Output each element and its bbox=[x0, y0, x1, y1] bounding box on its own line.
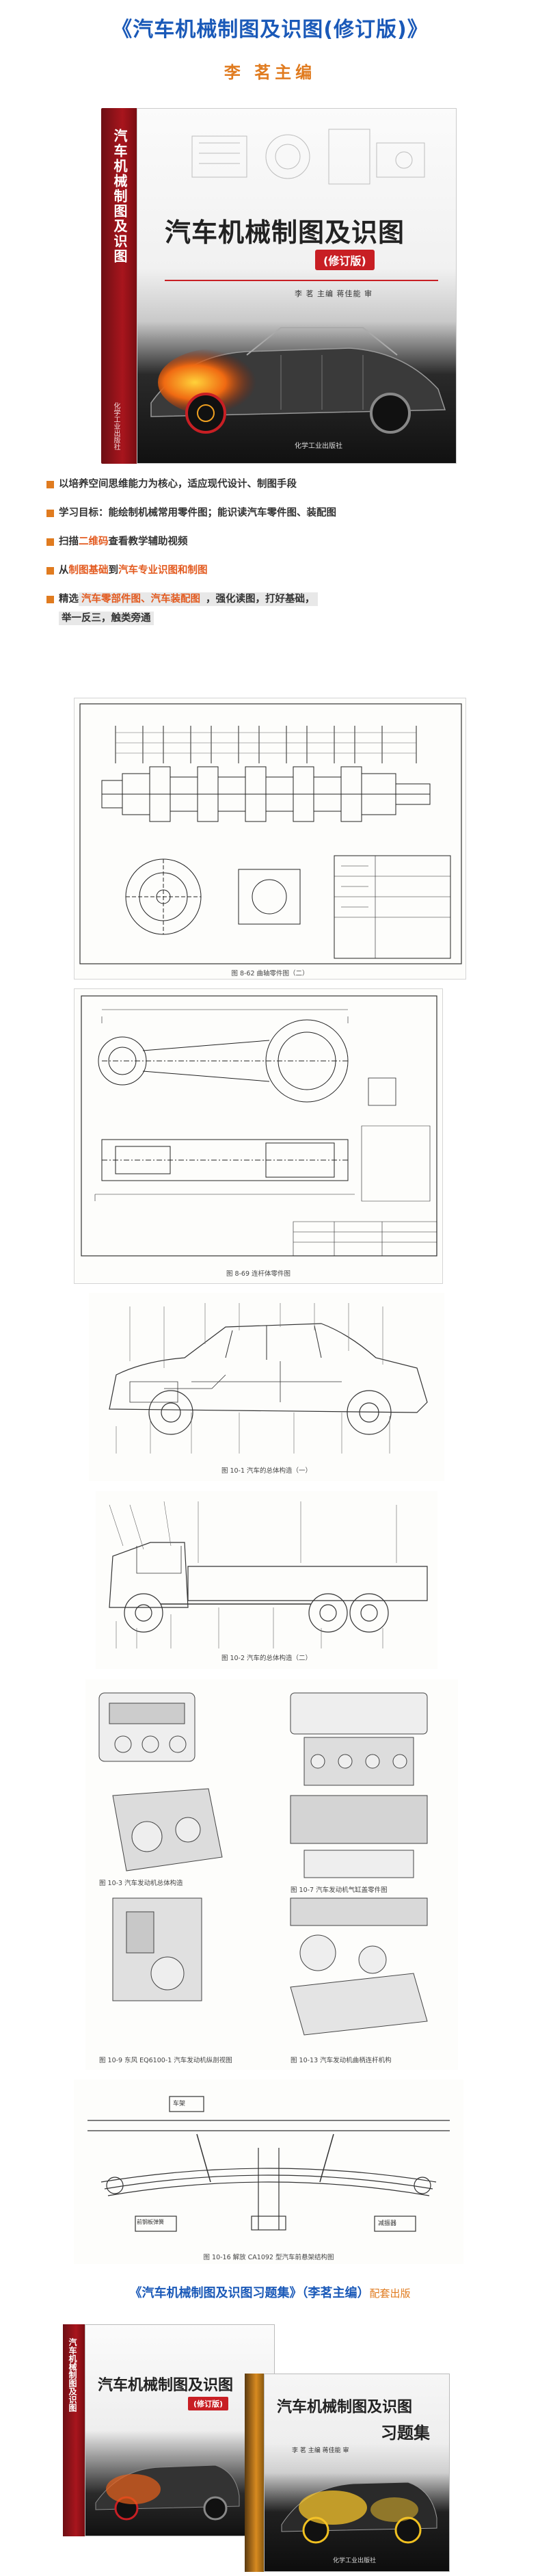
title-divider bbox=[165, 280, 438, 281]
bullet-square-icon bbox=[46, 510, 54, 517]
suspension-drawing-image bbox=[87, 2096, 450, 2232]
truck-drawing-image bbox=[109, 1501, 428, 1648]
feature-text: ，强化读图，打好基础， bbox=[203, 592, 318, 606]
figure-caption: 图 10-16 解放 CA1092 型汽车前悬架结构图 bbox=[203, 2254, 334, 2261]
book-spine: 汽车机械制图及识图 bbox=[63, 2324, 85, 2536]
book-title: 汽车机械制图及识图 bbox=[277, 2398, 413, 2416]
feature-text: 精选 bbox=[59, 594, 79, 605]
spine-title: 汽车机械制图及识图 bbox=[68, 2338, 77, 2412]
figure-caption: 图 8-69 连杆体零件图 bbox=[226, 1270, 291, 1278]
feature-item: 以培养空间思维能力为核心，适应现代设计、制图手段 bbox=[46, 475, 498, 494]
bullet-square-icon bbox=[46, 567, 54, 575]
feature-text: 学习目标：能绘制机械常用零件图；能识读汽车零件图、装配图 bbox=[59, 508, 336, 518]
companion-note: 配套出版 bbox=[369, 2287, 411, 2300]
feature-text: 查看教学辅助视频 bbox=[108, 536, 188, 547]
book-title: 汽车机械制图及识图 bbox=[165, 217, 405, 248]
figure-suspension: 车架 前钢板弹簧 减振器 图 10-16 解放 CA1092 型汽车前悬架结构图 bbox=[74, 2079, 463, 2264]
bullet-square-icon bbox=[46, 481, 54, 488]
book-subtitle: 习题集 bbox=[381, 2423, 430, 2443]
book-title: 汽车机械制图及识图 bbox=[98, 2376, 234, 2394]
book-cover-main: 汽车机械制图及识图 化学工业出版社 汽车机械制图及识图 (修订版) 李 茗 主编… bbox=[101, 108, 457, 464]
figure-crankshaft-drawing: 图 8-62 曲轴零件图（二） bbox=[74, 698, 466, 980]
edition-badge: (修订版) bbox=[315, 250, 375, 270]
car-cutaway-image bbox=[95, 2465, 240, 2521]
book-front: 汽车机械制图及识图 (修订版) 李 茗 主编 蒋佳能 审 化学工业出版社 bbox=[137, 108, 457, 464]
feature-item: 学习目标：能绘制机械常用零件图；能识读汽车零件图、装配图 bbox=[46, 503, 498, 523]
bullet-square-icon bbox=[46, 538, 54, 546]
figure-car-structure-2: 图 10-2 汽车的总体构造（二） bbox=[96, 1491, 437, 1669]
editor-line: 李 茗主编 bbox=[224, 62, 316, 82]
book-cover-small: 汽车机械制图及识图 汽车机械制图及识图 (修订版) bbox=[63, 2324, 275, 2536]
feature-highlight: 制图基础 bbox=[68, 565, 109, 576]
figure-caption: 图 10-7 汽车发动机气缸盖零件图 bbox=[291, 1887, 388, 1894]
feature-item: 扫描二维码查看教学辅助视频 bbox=[46, 532, 498, 551]
feature-text: 从 bbox=[59, 565, 69, 576]
label-leaf-spring: 前钢板弹簧 bbox=[137, 2219, 164, 2225]
feature-text: 以培养空间思维能力为核心，适应现代设计、制图手段 bbox=[59, 479, 297, 490]
connecting-rod-drawing-image bbox=[81, 995, 437, 1257]
crankshaft-drawing-image bbox=[79, 703, 462, 964]
feature-highlight: 汽车零部件图、汽车装配图 bbox=[79, 592, 203, 606]
feature-text: 举一反三，触类旁通 bbox=[59, 612, 154, 625]
figure-engine-panel: 图 10-3 汽车发动机总体构造 图 10-7 汽车发动机气缸盖零件图 bbox=[85, 1679, 458, 2052]
spine-publisher: 化学工业出版社 bbox=[112, 402, 120, 450]
publisher-name: 化学工业出版社 bbox=[295, 443, 342, 450]
engine-sketch-image bbox=[191, 129, 425, 185]
feature-highlight: 汽车专业识图和制图 bbox=[118, 565, 208, 576]
page-title: 《汽车机械制图及识图(修订版)》 bbox=[111, 18, 429, 42]
feature-item: 精选汽车零部件图、汽车装配图，强化读图，打好基础， 举一反三，触类旁通 bbox=[46, 590, 498, 628]
companion-book-name: 《汽车机械制图及识图习题集》 bbox=[129, 2286, 302, 2300]
figure-engine-captions: 图 10-9 东风 EQ6100-1 汽车发动机纵剖视图 图 10-13 汽车发… bbox=[85, 2052, 458, 2070]
feature-list: 以培养空间思维能力为核心，适应现代设计、制图手段 学习目标：能绘制机械常用零件图… bbox=[46, 475, 498, 638]
edition-badge: (修订版) bbox=[188, 2397, 229, 2410]
figure-caption: 图 10-2 汽车的总体构造（二） bbox=[221, 1655, 312, 1662]
publisher-name: 化学工业出版社 bbox=[333, 2558, 377, 2564]
figure-caption: 图 8-62 曲轴零件图（二） bbox=[231, 970, 309, 977]
figure-caption: 图 10-3 汽车发动机总体构造 bbox=[99, 1880, 183, 1887]
label-frame: 车架 bbox=[173, 2101, 186, 2107]
figure-caption: 图 10-1 汽车的总体构造（一） bbox=[221, 1467, 312, 1475]
figure-caption: 图 10-9 东风 EQ6100-1 汽车发动机纵剖视图 bbox=[99, 2057, 232, 2064]
book-authors: 李 茗 主编 蒋佳能 审 bbox=[295, 289, 373, 298]
book-front: 汽车机械制图及识图 习题集 李 茗 主编 蒋佳能 审 化学工业出版社 bbox=[264, 2374, 450, 2572]
feature-text: 扫描 bbox=[59, 536, 79, 547]
companion-editor: （李茗主编） bbox=[301, 2286, 370, 2300]
figure-car-structure-1: 图 10-1 汽车的总体构造（一） bbox=[89, 1293, 444, 1481]
exercise-book-cover: 汽车机械制图及识图 习题集 李 茗 主编 蒋佳能 审 化学工业出版社 bbox=[245, 2374, 450, 2572]
car-cutaway-image bbox=[150, 327, 446, 434]
car-xray-image bbox=[281, 2482, 437, 2544]
book-spine: 汽车机械制图及识图 化学工业出版社 bbox=[101, 108, 137, 464]
car-cutaway-drawing-image bbox=[109, 1303, 428, 1454]
book-spine bbox=[245, 2374, 264, 2572]
figure-connecting-rod-drawing: 图 8-69 连杆体零件图 bbox=[74, 988, 443, 1284]
companion-title: 《汽车机械制图及识图习题集》（李茗主编）配套出版 bbox=[0, 2283, 540, 2301]
spine-title: 汽车机械制图及识图 bbox=[111, 129, 128, 264]
figure-caption: 图 10-13 汽车发动机曲柄连杆机构 bbox=[291, 2057, 392, 2064]
feature-item: 从制图基础到汽车专业识图和制图 bbox=[46, 561, 498, 580]
feature-text: 到 bbox=[108, 565, 119, 576]
engine-illustrations-image bbox=[98, 1692, 428, 2036]
bullet-square-icon bbox=[46, 596, 54, 603]
feature-highlight: 二维码 bbox=[79, 536, 109, 547]
book-front: 汽车机械制图及识图 (修订版) bbox=[85, 2324, 275, 2536]
label-shock: 减振器 bbox=[378, 2220, 397, 2227]
book-authors: 李 茗 主编 蒋佳能 审 bbox=[292, 2447, 349, 2454]
